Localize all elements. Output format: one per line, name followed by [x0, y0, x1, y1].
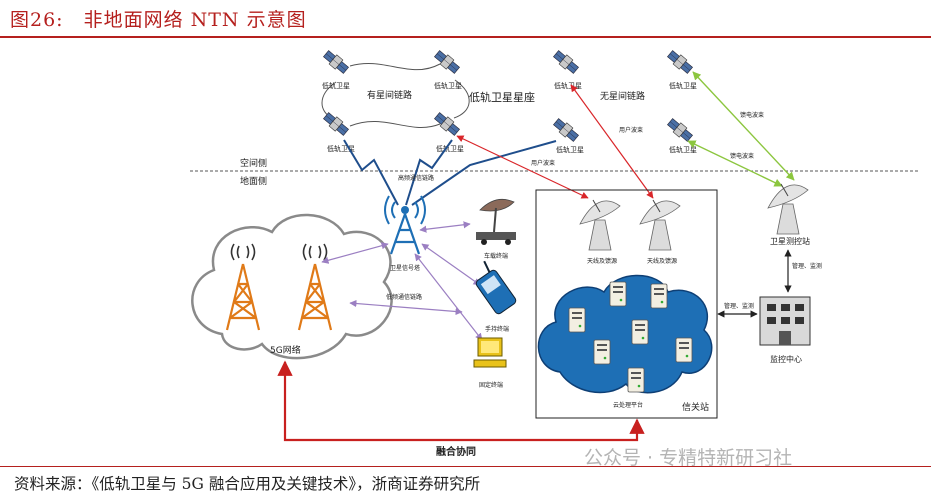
- satellite-icon: [322, 111, 350, 137]
- ntn-diagram: 低轨卫星 低轨卫星 低轨卫星 低轨卫星 低轨卫星 低轨卫星 低轨卫星 低轨卫星 …: [0, 38, 931, 466]
- lowfreq-link: [415, 254, 482, 340]
- space-side-label: 空间侧: [240, 157, 267, 169]
- satellite-label: 低轨卫星: [556, 145, 584, 154]
- network-5g-cloud: [192, 215, 391, 358]
- server-icon: [610, 282, 626, 306]
- satellite-icon: [433, 49, 461, 75]
- ttc-station-label: 卫星测控站: [770, 236, 810, 246]
- manage-monitor-label: 管理、监测: [724, 302, 754, 310]
- satellite-icon: [552, 49, 580, 75]
- satellite-icon: [322, 49, 350, 75]
- source-note: 资料来源：《低轨卫星与 5G 融合应用及关键技术》，浙商证券研究所: [14, 472, 480, 494]
- cloud-platform-label: 云处理平台: [613, 401, 643, 409]
- no-intersat-link-label: 无星间链路: [600, 90, 645, 102]
- antenna-icon: [580, 200, 620, 250]
- monitor-center-label: 监控中心: [770, 354, 802, 364]
- fixed-terminal-icon: [474, 338, 506, 367]
- lowfreq-link: [422, 244, 480, 285]
- ground-side-label: 地面侧: [240, 175, 267, 187]
- feeder-beam: [688, 141, 782, 186]
- handheld-terminal-label: 手持终端: [485, 325, 509, 333]
- satellite-label: 低轨卫星: [669, 81, 697, 90]
- satellite-label: 低轨卫星: [436, 144, 464, 153]
- server-icon: [632, 320, 648, 344]
- server-icon: [651, 284, 667, 308]
- satellite-label: 低轨卫星: [669, 145, 697, 154]
- server-icon: [594, 340, 610, 364]
- vehicle-terminal-icon: [476, 199, 516, 245]
- satellite-label: 低轨卫星: [322, 81, 350, 90]
- base-station-icon: [385, 196, 425, 254]
- satellite-icon: [666, 49, 694, 75]
- intersat-link-bottom: [350, 121, 440, 127]
- highfreq-link-label: 高频通信链路: [398, 174, 434, 182]
- antenna-label: 天线及馈源: [587, 257, 617, 265]
- constellation-label: 低轨卫星星座: [469, 90, 535, 104]
- satellite-icon: [433, 111, 461, 137]
- fusion-label: 融合协同: [436, 445, 476, 458]
- intersat-link-label: 有星间链路: [367, 89, 412, 101]
- server-icon: [676, 338, 692, 362]
- figure-title: 图26: 非地面网络 NTN 示意图: [10, 5, 307, 32]
- vehicle-terminal-label: 车载终端: [484, 252, 508, 260]
- highfreq-link: [406, 140, 452, 205]
- network-5g-label: 5G网络: [270, 344, 301, 356]
- watermark: 公众号 · 专精特新研习社: [584, 443, 792, 470]
- satellite-label: 低轨卫星: [554, 81, 582, 90]
- server-icon: [628, 368, 644, 392]
- antenna-label: 天线及馈源: [647, 257, 677, 265]
- server-icon: [569, 308, 585, 332]
- manage-monitor-label: 管理、监测: [792, 262, 822, 270]
- lowfreq-link-label: 低频通信链路: [386, 293, 422, 301]
- ttc-station-icon: [768, 184, 808, 234]
- lowfreq-link: [420, 224, 470, 230]
- base-station-label: 卫星信号塔: [390, 264, 420, 272]
- handheld-terminal-icon: [468, 259, 517, 315]
- antenna-icon: [640, 200, 680, 250]
- feeder-beam: [693, 72, 794, 180]
- monitor-center-icon: [760, 297, 810, 345]
- intersat-link-top: [350, 63, 440, 69]
- feeder-beam-label: 馈电波束: [730, 152, 754, 160]
- user-beam-label: 用户波束: [531, 159, 555, 167]
- satellite-icon: [552, 117, 580, 143]
- gateway-label: 信关站: [682, 401, 709, 413]
- user-beam-label: 用户波束: [619, 126, 643, 134]
- satellite-label: 低轨卫星: [434, 81, 462, 90]
- satellite-icon: [666, 117, 694, 143]
- fixed-terminal-label: 固定终端: [479, 381, 503, 389]
- feeder-beam-label: 馈电波束: [740, 111, 764, 119]
